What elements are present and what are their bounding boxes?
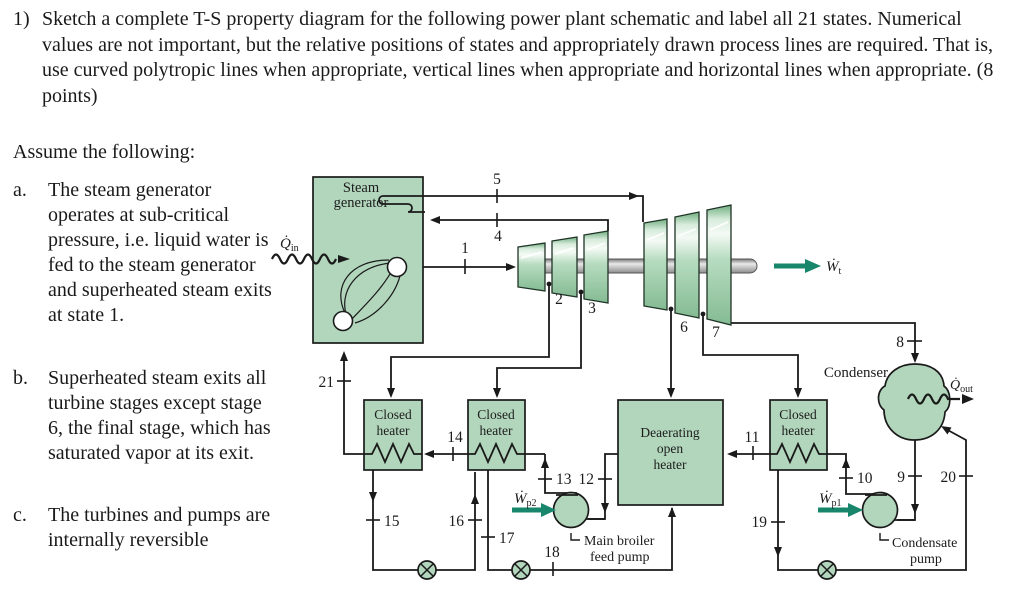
state-label-20: 20	[941, 469, 957, 486]
wp2-arrow-icon	[541, 503, 556, 517]
state-label-15: 15	[384, 513, 400, 530]
heat-input: Q̇in	[270, 236, 350, 265]
qin-label: Q̇in	[280, 236, 299, 254]
wp1-label: Ẇp1	[819, 490, 842, 509]
wp1-arrow-icon	[848, 503, 863, 517]
state-label-11: 11	[745, 429, 760, 446]
assumption-item-b: b. Superheated steam exits all turbine s…	[13, 366, 289, 466]
boiler-drum-tubes	[332, 256, 408, 332]
state-label-21: 21	[319, 374, 335, 391]
closed-heater-label-line1: Closed	[374, 407, 412, 422]
state-label-5: 5	[493, 171, 501, 188]
problem-statement: 1) Sketch a complete T-S property diagra…	[13, 7, 1015, 109]
valve-icon	[417, 560, 437, 580]
state-label-18: 18	[544, 544, 560, 561]
state-label-13: 13	[556, 471, 572, 488]
throttle-valves	[417, 560, 837, 580]
state-label-9: 9	[897, 469, 905, 486]
condenser-label: Condenser	[824, 365, 888, 381]
state-label-2: 2	[555, 291, 563, 308]
state-label-12: 12	[579, 471, 595, 488]
item-text: Superheated steam exits all turbine stag…	[48, 367, 271, 464]
condenser: Condenser Q̇out	[824, 363, 974, 441]
deaerator-label-line1: Deaerating	[640, 425, 699, 440]
feed-pump-label-line1: Main broiler	[584, 534, 655, 549]
main-feed-pump: Ẇp2 Main broiler feed pump	[512, 490, 655, 565]
state-label-17: 17	[499, 530, 515, 547]
state-label-8: 8	[896, 334, 904, 351]
state-labels: 1 2 3 4 5 6 7 8 9 10 11 12 13 14 15 16 1…	[319, 171, 957, 561]
state-label-7: 7	[712, 324, 720, 341]
assumptions-heading: Assume the following:	[13, 141, 196, 163]
steam-generator-label-line2: generator	[334, 195, 389, 211]
state-ticks	[337, 189, 973, 576]
closed-heater-label-line1: Closed	[779, 407, 817, 422]
state-label-10: 10	[857, 470, 873, 487]
steam-drum	[386, 256, 408, 278]
wt-label: Ẇt	[826, 258, 842, 277]
deaerator-label-line3: heater	[654, 457, 687, 472]
state-label-16: 16	[449, 513, 465, 530]
problem-text: Sketch a complete T-S property diagram f…	[42, 8, 994, 107]
wt-arrow-icon	[805, 259, 821, 273]
state-label-14: 14	[447, 429, 463, 446]
qout-label: Q̇out	[950, 377, 973, 395]
turbine-work-output: Ẇt	[774, 258, 842, 277]
closed-heater-1: Closed heater	[363, 399, 423, 471]
item-text: The steam generator operates at sub-crit…	[48, 179, 272, 326]
pipes	[343, 195, 967, 571]
problem-number: 1)	[13, 8, 30, 30]
closed-heater-label-line2: heater	[377, 423, 410, 438]
steam-generator: Steam generator	[312, 176, 425, 344]
condensate-pump-label-line1: Condensate	[892, 536, 957, 551]
turbine-stage-1	[517, 242, 546, 292]
turbine-stage-3	[583, 230, 609, 304]
item-marker: a.	[13, 179, 27, 201]
reheater-coil	[378, 195, 425, 213]
turbine-stage-6	[706, 204, 732, 326]
deaerator-label-line2: open	[657, 441, 683, 456]
flow-arrows	[340, 192, 952, 557]
state-label-4: 4	[494, 228, 502, 245]
assumption-item-c: c. The turbines and pumps are internally…	[13, 503, 289, 553]
mud-drum	[332, 310, 354, 332]
valve-icon	[817, 560, 837, 580]
turbine-stage-2	[551, 236, 578, 298]
closed-heater-label-line2: heater	[782, 423, 815, 438]
state-label-3: 3	[588, 300, 596, 317]
closed-heater-3: Closed heater	[769, 399, 828, 471]
state-label-6: 6	[680, 319, 688, 336]
feed-pump-label-line2: feed pump	[590, 550, 649, 565]
state-label-1: 1	[461, 240, 469, 257]
turbine	[517, 204, 758, 326]
state-label-19: 19	[752, 514, 768, 531]
item-marker: c.	[13, 504, 27, 526]
deaerating-open-heater: Deaerating open heater	[617, 399, 724, 506]
heater-coil-zigzag	[468, 441, 525, 465]
closed-heater-label-line1: Closed	[477, 407, 515, 422]
qin-squiggle-icon	[270, 253, 338, 265]
closed-heater-label-line2: heater	[480, 423, 513, 438]
turbine-stage-5	[674, 211, 700, 319]
assumption-item-a: a. The steam generator operates at sub-c…	[13, 178, 289, 328]
heater-coil-zigzag	[364, 441, 422, 465]
turbine-stage-4	[643, 218, 668, 311]
condensate-pump: Ẇp1 Condensate pump	[818, 490, 957, 567]
condensate-pump-label-line2: pump	[910, 552, 942, 567]
item-text: The turbines and pumps are internally re…	[48, 504, 271, 551]
qout-squiggle-icon	[906, 393, 960, 405]
heater-coil-zigzag	[770, 441, 827, 465]
closed-heater-2: Closed heater	[467, 399, 526, 471]
wp2-label: Ẇp2	[514, 490, 537, 509]
item-marker: b.	[13, 367, 28, 389]
steam-generator-label-line1: Steam	[343, 180, 380, 196]
condenser-shell	[877, 363, 951, 441]
valve-icon	[511, 560, 531, 580]
